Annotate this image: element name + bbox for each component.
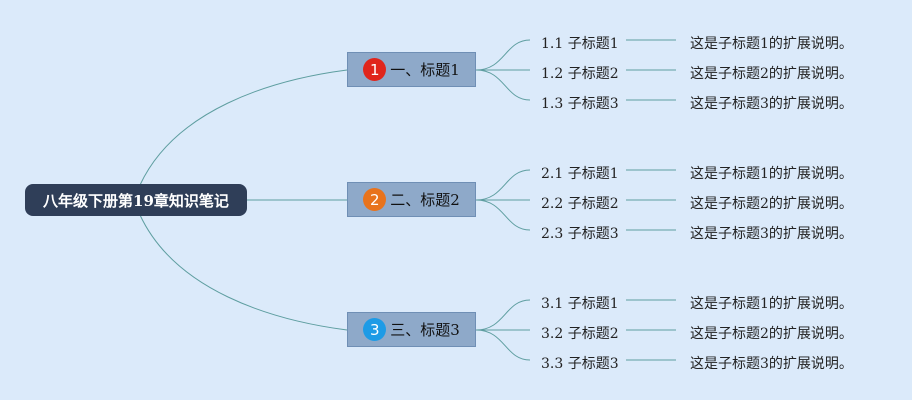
root-node[interactable]: 八年级下册第19章知识笔记 xyxy=(25,184,247,216)
branch-2-to-subtopic-3-line xyxy=(475,199,531,231)
subtopic-node[interactable]: 2.1 子标题1 xyxy=(541,166,619,182)
detail-text[interactable]: 这是子标题2的扩展说明。 xyxy=(690,196,853,212)
subtopic-node[interactable]: 1.1 子标题1 xyxy=(541,36,619,52)
detail-text[interactable]: 这是子标题2的扩展说明。 xyxy=(690,326,853,342)
subtopic-node[interactable]: 3.3 子标题3 xyxy=(541,356,619,372)
detail-text[interactable]: 这是子标题1的扩展说明。 xyxy=(690,36,853,52)
branch-3-to-subtopic-3-line xyxy=(475,329,531,361)
branch-label: 三、标题3 xyxy=(390,321,460,339)
detail-text[interactable]: 这是子标题3的扩展说明。 xyxy=(690,226,853,242)
branch-node-1[interactable]: 1 一、标题1 xyxy=(347,52,476,87)
number-3-badge-icon: 3 xyxy=(363,318,387,341)
subtopic-node[interactable]: 3.2 子标题2 xyxy=(541,326,619,342)
detail-text[interactable]: 这是子标题3的扩展说明。 xyxy=(690,356,853,372)
root-to-branch-3-line xyxy=(139,214,348,331)
subtopic-node[interactable]: 2.2 子标题2 xyxy=(541,196,619,212)
subtopic-node[interactable]: 1.2 子标题2 xyxy=(541,66,619,82)
branch-2-to-subtopic-1-line xyxy=(475,169,531,201)
branch-1-to-subtopic-3-line xyxy=(475,69,531,101)
branch-3-to-subtopic-1-line xyxy=(475,299,531,331)
root-to-branch-1-line xyxy=(139,69,348,186)
branch-1-to-subtopic-1-line xyxy=(475,39,531,71)
branch-label: 一、标题1 xyxy=(390,61,460,79)
detail-text[interactable]: 这是子标题1的扩展说明。 xyxy=(690,166,853,182)
detail-text[interactable]: 这是子标题2的扩展说明。 xyxy=(690,66,853,82)
subtopic-node[interactable]: 2.3 子标题3 xyxy=(541,226,619,242)
detail-text[interactable]: 这是子标题3的扩展说明。 xyxy=(690,96,853,112)
branch-node-3[interactable]: 3 三、标题3 xyxy=(347,312,476,347)
branch-node-2[interactable]: 2 二、标题2 xyxy=(347,182,476,217)
root-label: 八年级下册第19章知识笔记 xyxy=(43,191,229,210)
subtopic-node[interactable]: 1.3 子标题3 xyxy=(541,96,619,112)
number-1-badge-icon: 1 xyxy=(363,58,387,81)
branch-label: 二、标题2 xyxy=(390,191,460,209)
number-2-badge-icon: 2 xyxy=(363,188,387,211)
subtopic-node[interactable]: 3.1 子标题1 xyxy=(541,296,619,312)
detail-text[interactable]: 这是子标题1的扩展说明。 xyxy=(690,296,853,312)
